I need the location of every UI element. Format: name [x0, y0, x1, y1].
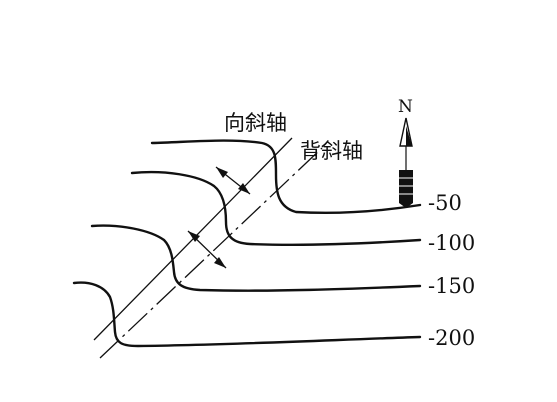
contour-line-minus-50 [150, 139, 422, 215]
contour-label-minus-100: -100 [428, 231, 475, 255]
contour-label-minus-50: -50 [428, 191, 462, 215]
anticline-axis-line [99, 147, 323, 359]
contour-line-minus-200 [72, 281, 422, 348]
anticline-axis-label: 背斜轴 [300, 139, 363, 163]
contour-label-minus-150: -150 [428, 274, 475, 298]
syncline-axis-line [93, 137, 293, 341]
contour-line-minus-150 [90, 224, 422, 292]
north-arrow-icon [399, 117, 413, 208]
north-label: N [398, 97, 413, 117]
syncline-axis-label: 向斜轴 [224, 111, 287, 135]
contour-label-minus-200: -200 [428, 326, 475, 350]
contour-line-minus-100 [130, 170, 422, 246]
anticline-width-arrow [187, 230, 227, 269]
syncline-width-arrow [215, 166, 251, 195]
